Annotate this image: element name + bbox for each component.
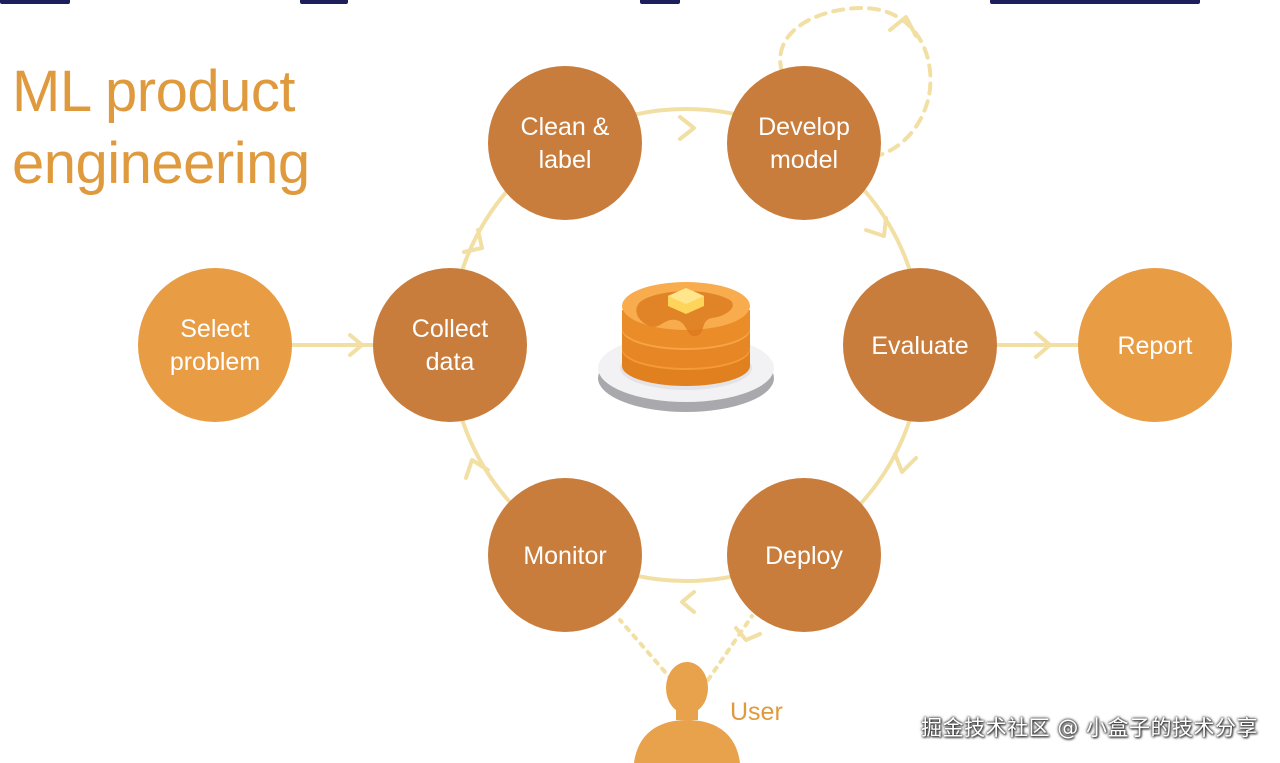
page-title-line-1: ML product <box>12 59 296 124</box>
node-select-problem-label-1: Select <box>180 315 250 343</box>
user-label: User <box>730 698 783 726</box>
node-clean-label-label-1: Clean & <box>521 113 610 141</box>
node-collect-data-label-1: Collect <box>412 315 488 343</box>
arrow-clean-to-develop <box>678 115 696 141</box>
node-develop-model-label-2: model <box>770 146 838 174</box>
person-silhouette-icon <box>634 662 740 763</box>
node-evaluate-label: Evaluate <box>871 332 968 360</box>
node-deploy: Deploy <box>727 478 881 632</box>
watermark: 掘金技术社区 @ 小盒子的技术分享 <box>921 716 1258 740</box>
node-evaluate: Evaluate <box>843 268 997 422</box>
arrow-evaluate-to-deploy <box>893 452 918 474</box>
node-report-label: Report <box>1117 332 1192 360</box>
node-develop-model-label-1: Develop <box>758 113 850 141</box>
cycle-direction-arrows <box>462 115 918 614</box>
user-to-monitor-path <box>618 618 674 682</box>
node-clean-label-label-2: label <box>539 146 592 174</box>
node-report: Report <box>1078 268 1232 422</box>
user-connectors <box>618 614 754 682</box>
node-select-problem-label-2: problem <box>170 348 260 376</box>
node-monitor: Monitor <box>488 478 642 632</box>
node-collect-data: Collect data <box>373 268 527 422</box>
arrow-collect-to-clean <box>462 228 484 254</box>
node-deploy-label: Deploy <box>765 542 843 570</box>
node-develop-model: Develop model <box>727 66 881 220</box>
node-monitor-label: Monitor <box>523 542 606 570</box>
page-title-line-2: engineering <box>12 131 310 196</box>
deploy-to-user-arrowhead <box>734 626 762 642</box>
top-cropped-text-strip <box>0 0 1280 6</box>
arrow-evaluate-to-report <box>1034 331 1052 359</box>
arrow-develop-to-evaluate <box>864 216 888 238</box>
deploy-to-user-path <box>706 614 754 682</box>
pancake-stack-icon <box>598 282 774 412</box>
arrow-deploy-to-monitor <box>680 590 696 614</box>
page-title: ML product engineering <box>12 56 372 200</box>
node-select-problem: Select problem <box>138 268 292 422</box>
retrain-loop-arrowhead <box>888 15 918 38</box>
arrow-monitor-to-collect <box>464 458 490 480</box>
node-collect-data-label-2: data <box>426 348 475 376</box>
arrow-select-to-collect <box>348 333 364 357</box>
node-clean-label: Clean & label <box>488 66 642 220</box>
